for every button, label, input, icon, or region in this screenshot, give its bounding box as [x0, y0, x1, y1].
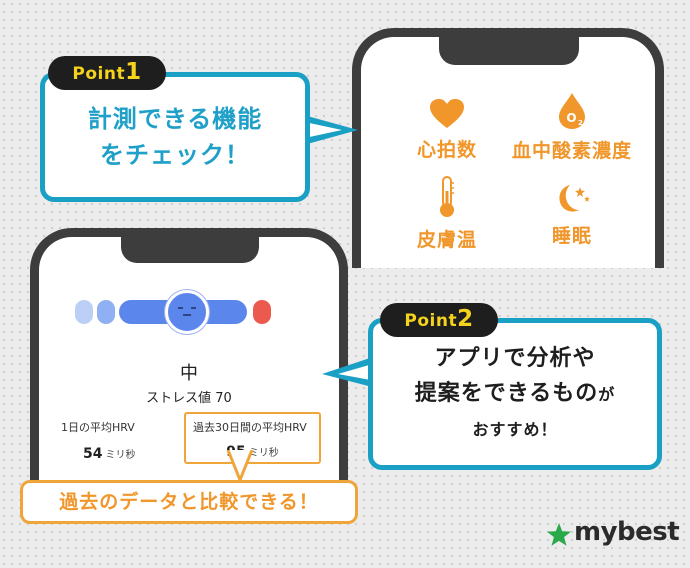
neutral-face-icon	[178, 307, 196, 316]
feature-blood-oxygen: O 2 血中酸素濃度	[497, 92, 647, 163]
hrv-30day-unit: ミリ秒	[248, 448, 279, 459]
point1-heading-line1: 計測できる機能	[87, 105, 263, 133]
feature-heart-rate: 心拍数	[387, 99, 507, 162]
meter-segment-low	[97, 300, 115, 324]
hrv-1day-label: 1日の平均HRV	[61, 421, 135, 434]
point1-bubble: 計測できる機能 をチェック！	[40, 72, 310, 202]
point2-tag-word: Point	[404, 311, 458, 331]
point1-tag: Point1	[48, 56, 166, 90]
point2-line3: おすすめ！	[472, 420, 558, 439]
feature-label: 心拍数	[416, 139, 477, 161]
hrv-1day-unit: ミリ秒	[105, 450, 136, 461]
stress-level-text: 中	[180, 363, 198, 384]
feature-skin-temperature: 皮膚温	[387, 175, 507, 252]
compare-callout: 過去のデータと比較できる！	[20, 480, 358, 524]
mybest-logo: mybest	[546, 516, 680, 550]
meter-segment-very-low	[75, 300, 93, 324]
stress-value-text: ストレス値 70	[146, 391, 232, 406]
callout-pointer	[226, 450, 254, 482]
point2-line2: 提案をできるもの	[414, 381, 599, 406]
bubble2-tail	[322, 356, 376, 388]
phone-notch	[121, 237, 259, 263]
hrv-30day-label: 過去30日間の平均HRV	[193, 421, 307, 434]
svg-text:O: O	[566, 111, 577, 125]
star-icon	[547, 523, 571, 546]
feature-label: 血中酸素濃度	[511, 140, 632, 162]
point1-heading-line2: をチェック！	[100, 141, 250, 169]
point2-line1: アプリで分析や	[434, 346, 596, 371]
point2-tag-number: 2	[457, 306, 474, 332]
hrv-1day-value: 54	[83, 446, 103, 462]
feature-label: 睡眠	[551, 225, 592, 247]
point2-tag: Point2	[380, 303, 498, 337]
thermometer-icon	[440, 176, 454, 217]
phone-notch	[439, 37, 579, 65]
feature-sleep: 睡眠	[507, 181, 637, 248]
phone-mockup-features: 心拍数 O 2 血中酸素濃度 皮膚温 睡眠	[352, 28, 664, 268]
meter-segment-high	[253, 300, 271, 324]
feature-label: 皮膚温	[416, 229, 477, 251]
stress-face-indicator	[165, 290, 209, 334]
bubble1-tail	[300, 114, 358, 146]
point2-line2-tail: が	[598, 385, 616, 404]
point1-tag-word: Point	[72, 64, 126, 84]
heart-icon	[430, 99, 464, 128]
brand-name: mybest	[574, 517, 680, 547]
svg-text:2: 2	[578, 119, 584, 127]
oxygen-drop-icon: O 2	[559, 93, 585, 129]
point2-bubble: アプリで分析や 提案をできるものが おすすめ！	[368, 318, 662, 470]
moon-stars-icon	[559, 185, 590, 212]
point1-tag-number: 1	[125, 59, 142, 85]
